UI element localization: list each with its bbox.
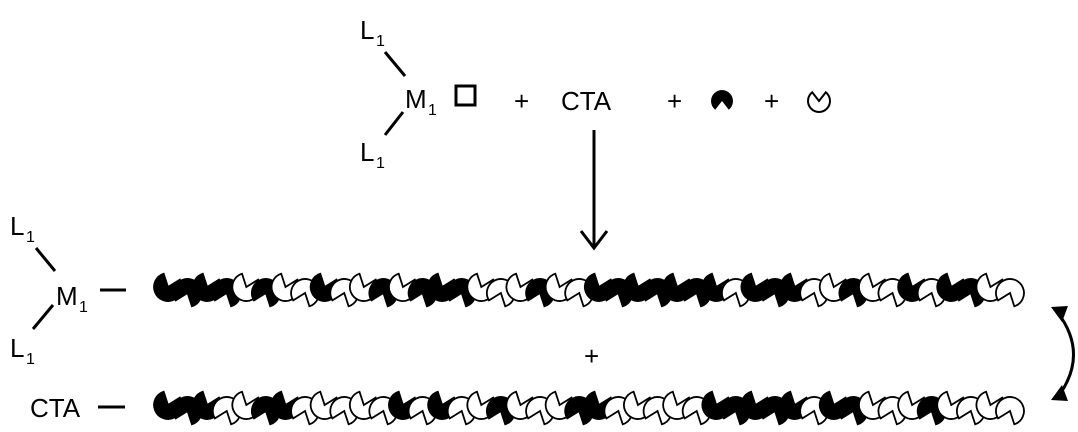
ligand-subscript-bottom: 1 xyxy=(376,155,385,172)
plus-sign: + xyxy=(764,86,780,116)
ligand-label-bottom: L xyxy=(360,137,375,167)
ligand-bond-lower xyxy=(383,111,405,136)
metal-subscript-2: 1 xyxy=(79,299,88,316)
down-arrow-icon xyxy=(579,130,609,251)
open-square-icon xyxy=(454,84,477,107)
ligand-bond-upper xyxy=(383,51,407,77)
plus-sign: + xyxy=(667,86,683,116)
curved-double-arrow-icon xyxy=(1051,306,1075,401)
plus-sign: + xyxy=(514,86,530,116)
filled-pacman-monomer-icon xyxy=(711,90,733,110)
polymer-chain-1 xyxy=(153,272,1025,308)
ligand-label-top: L xyxy=(360,15,375,45)
open-monomer-unit xyxy=(995,278,1025,308)
cta-end-label: CTA xyxy=(30,393,81,423)
ligand-subscript-bottom-2: 1 xyxy=(26,351,35,368)
metal-label: M xyxy=(405,84,427,114)
metal-label-2: M xyxy=(56,281,78,311)
plus-sign-chains: + xyxy=(584,341,600,371)
ligand-bond-lower-2 xyxy=(31,304,55,330)
open-monomer-unit xyxy=(995,396,1025,426)
metal-subscript: 1 xyxy=(428,102,437,119)
open-pacman-monomer-icon xyxy=(807,90,831,113)
ligand-bond-upper-2 xyxy=(34,247,57,272)
polymer-chain-2 xyxy=(153,390,1025,426)
ligand-subscript-top: 1 xyxy=(376,33,385,50)
ligand-label-bottom-2: L xyxy=(10,333,25,363)
ligand-label-top-2: L xyxy=(10,211,25,241)
ligand-subscript-top-2: 1 xyxy=(26,229,35,246)
cta-label: CTA xyxy=(561,86,612,116)
